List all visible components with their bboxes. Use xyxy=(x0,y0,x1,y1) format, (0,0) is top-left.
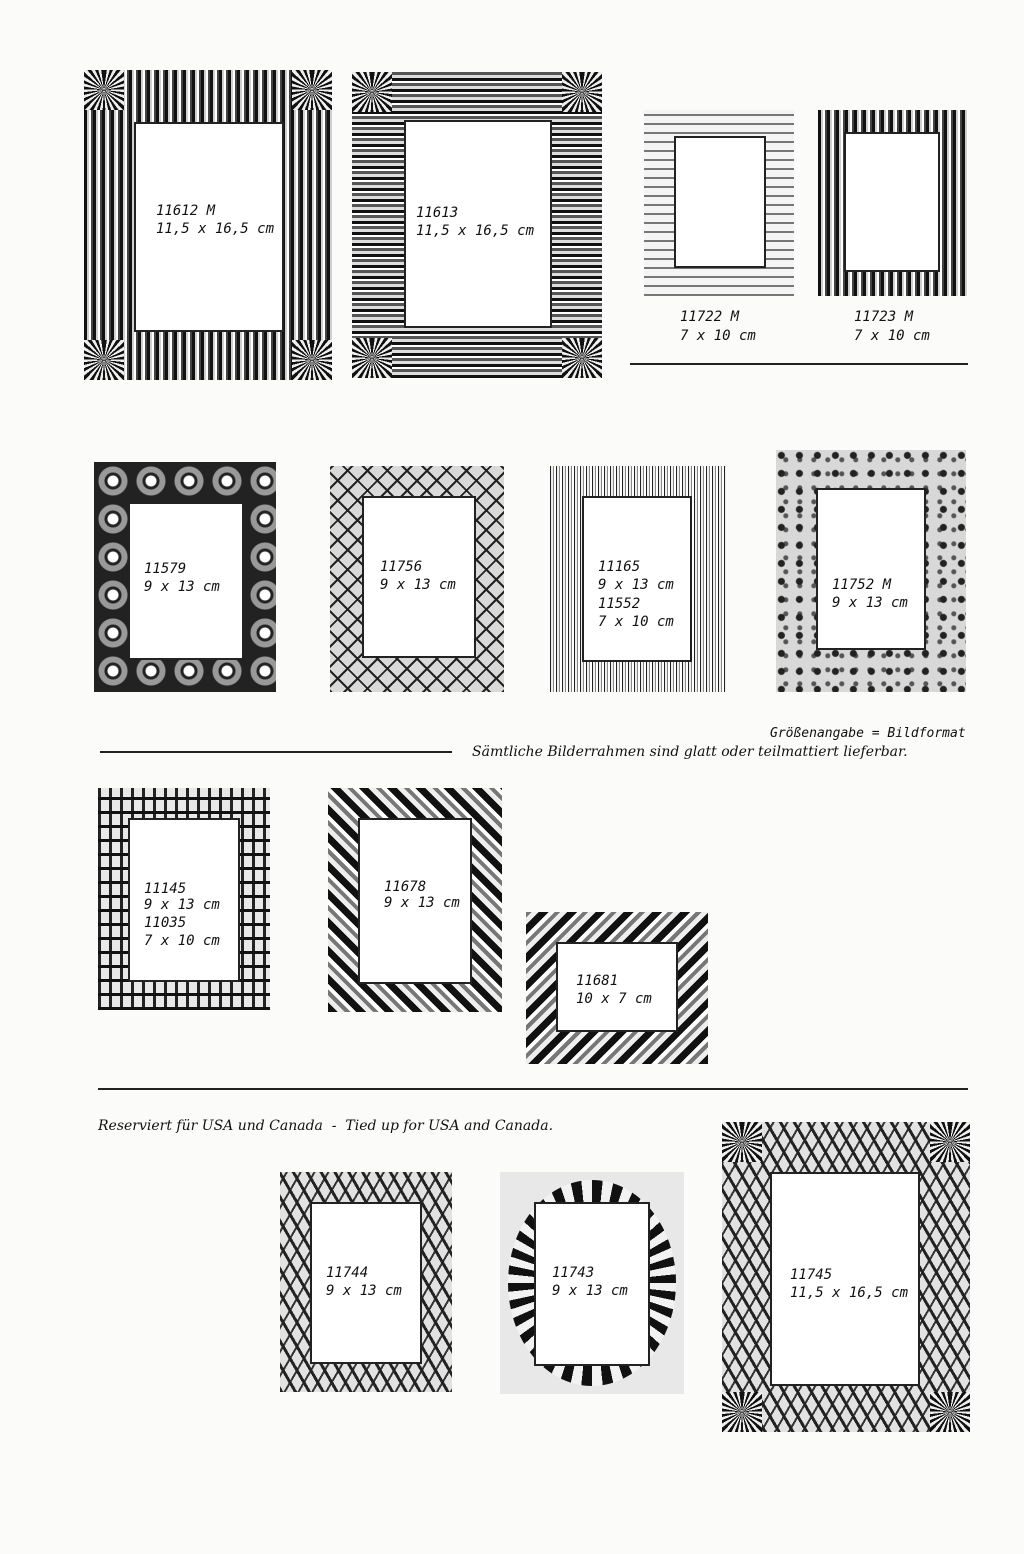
fan-corner xyxy=(352,72,392,112)
product-size-alt: 7 x 10 cm xyxy=(144,933,220,949)
photo-window: 11752 M 9 x 13 cm xyxy=(816,488,926,650)
product-code: 11579 xyxy=(144,561,187,577)
photo-window: 11756 9 x 13 cm xyxy=(362,496,476,658)
product-size: 9 x 13 cm xyxy=(144,897,220,913)
product-code: 11681 xyxy=(576,973,619,989)
product-size: 9 x 13 cm xyxy=(832,595,908,611)
product-code: 11743 xyxy=(552,1265,595,1281)
divider xyxy=(100,751,452,753)
frame-11756: 11756 9 x 13 cm xyxy=(330,466,504,692)
product-size: 11,5 x 16,5 cm xyxy=(790,1285,909,1301)
frame-11745: 11745 11,5 x 16,5 cm xyxy=(722,1122,970,1432)
fan-corner xyxy=(292,340,332,380)
fan-corner xyxy=(84,340,124,380)
product-size: 9 x 13 cm xyxy=(326,1283,402,1299)
fan-corner xyxy=(84,70,124,110)
photo-window: 11613 11,5 x 16,5 cm xyxy=(404,120,552,328)
divider xyxy=(98,1088,968,1090)
frame-11678: 11678 9 x 13 cm xyxy=(328,788,502,1012)
frame-11613: 11613 11,5 x 16,5 cm xyxy=(352,72,602,378)
frame-11612: 11612 M 11,5 x 16,5 cm xyxy=(84,70,332,380)
photo-window: 11145 9 x 13 cm 11035 7 x 10 cm xyxy=(128,818,240,982)
finish-note: Sämtliche Bilderrahmen sind glatt oder t… xyxy=(472,744,908,760)
product-code: 11612 M xyxy=(156,203,216,219)
product-code: 11678 xyxy=(384,879,427,895)
product-code: 11722 M xyxy=(680,309,740,325)
fan-corner xyxy=(352,338,392,378)
divider xyxy=(630,363,968,365)
reserved-note: Reserviert für USA und Canada - Tied up … xyxy=(98,1118,554,1134)
fan-corner xyxy=(562,338,602,378)
product-size: 9 x 13 cm xyxy=(144,579,220,595)
product-code: 11744 xyxy=(326,1265,369,1281)
fan-corner xyxy=(930,1122,970,1162)
fan-corner xyxy=(722,1122,762,1162)
frame-11579: 11579 9 x 13 cm xyxy=(94,462,276,692)
product-size: 11,5 x 16,5 cm xyxy=(156,221,275,237)
product-code: 11145 xyxy=(144,881,187,897)
fan-corner xyxy=(930,1392,970,1432)
fan-corner xyxy=(292,70,332,110)
frame-11165: 11165 9 x 13 cm 11552 7 x 10 cm xyxy=(550,466,726,692)
product-size-alt: 7 x 10 cm xyxy=(598,614,674,630)
fan-corner xyxy=(722,1392,762,1432)
product-size: 7 x 10 cm xyxy=(854,328,930,344)
product-size: 9 x 13 cm xyxy=(380,577,456,593)
product-size: 10 x 7 cm xyxy=(576,991,652,1007)
product-code: 11752 M xyxy=(832,577,892,593)
photo-window xyxy=(844,132,940,272)
photo-window: 11678 9 x 13 cm xyxy=(358,818,472,984)
photo-window: 11681 10 x 7 cm xyxy=(556,942,678,1032)
photo-window: 11743 9 x 13 cm xyxy=(534,1202,650,1366)
product-code: 11165 xyxy=(598,559,641,575)
product-code: 11613 xyxy=(416,205,459,221)
frame-11743: 11743 9 x 13 cm xyxy=(500,1172,684,1394)
product-size: 9 x 13 cm xyxy=(384,895,460,911)
photo-window: 11745 11,5 x 16,5 cm xyxy=(770,1172,920,1386)
product-code: 11723 M xyxy=(854,309,914,325)
frame-11744: 11744 9 x 13 cm xyxy=(280,1172,452,1392)
product-size: 11,5 x 16,5 cm xyxy=(416,223,535,239)
frame-11722 xyxy=(644,110,794,296)
product-code: 11756 xyxy=(380,559,423,575)
product-size: 9 x 13 cm xyxy=(598,577,674,593)
product-size: 7 x 10 cm xyxy=(680,328,756,344)
frame-11752: 11752 M 9 x 13 cm xyxy=(776,450,966,692)
product-code: 11745 xyxy=(790,1267,833,1283)
photo-window: 11579 9 x 13 cm xyxy=(128,502,244,660)
fan-corner xyxy=(562,72,602,112)
product-code-alt: 11552 xyxy=(598,596,641,612)
photo-window xyxy=(674,136,766,268)
photo-window: 11744 9 x 13 cm xyxy=(310,1202,422,1364)
photo-window: 11165 9 x 13 cm 11552 7 x 10 cm xyxy=(582,496,692,662)
frame-11723 xyxy=(818,110,968,296)
frame-11145: 11145 9 x 13 cm 11035 7 x 10 cm xyxy=(98,788,270,1010)
photo-window: 11612 M 11,5 x 16,5 cm xyxy=(134,122,284,332)
product-code-alt: 11035 xyxy=(144,915,187,931)
frame-11681: 11681 10 x 7 cm xyxy=(526,912,708,1064)
product-size: 9 x 13 cm xyxy=(552,1283,628,1299)
size-note: Größenangabe = Bildformat xyxy=(770,726,966,741)
